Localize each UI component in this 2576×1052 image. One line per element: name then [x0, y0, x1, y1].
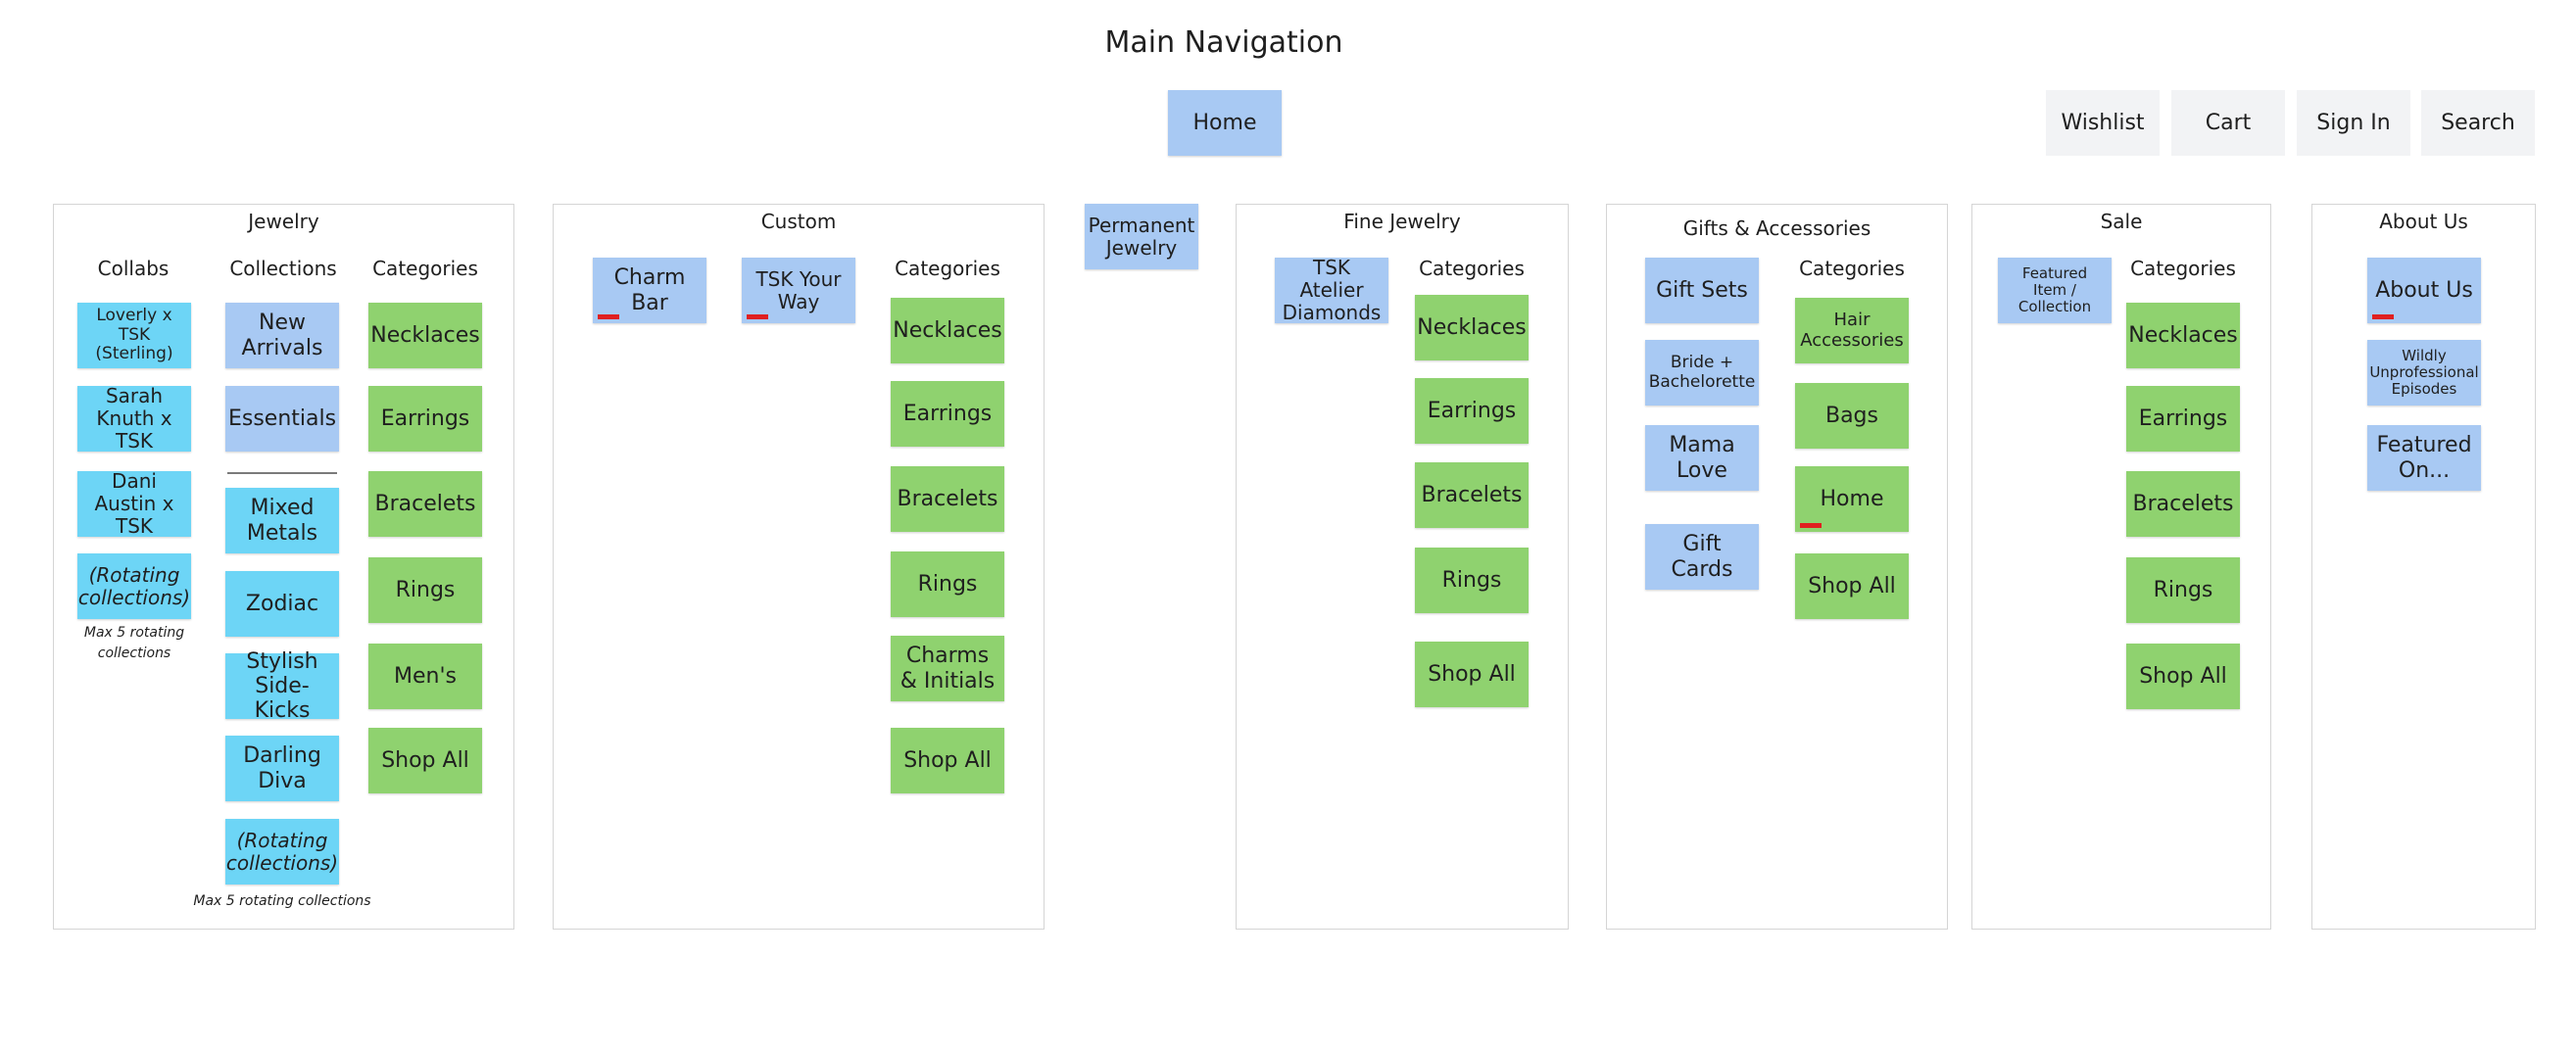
about-featured-on[interactable]: Featured On... — [2367, 425, 2481, 491]
home-nav-button[interactable]: Home — [1168, 90, 1282, 156]
gifts-category-shop-all[interactable]: Shop All — [1795, 553, 1909, 619]
custom-tsk-your-way-label: TSK Your Way — [755, 266, 842, 313]
custom-category-rings[interactable]: Rings — [891, 551, 1004, 617]
collections-note: Max 5 rotating collections — [193, 893, 371, 909]
gifts-frame — [1606, 204, 1948, 930]
about-frame-label: About Us — [2379, 210, 2468, 233]
fine-jewelry-frame-label: Fine Jewelry — [1343, 210, 1461, 233]
about-wildly-unprofessional[interactable]: Wildly Unprofessional Episodes — [2367, 340, 2481, 406]
gifts-categories-header: Categories — [1799, 257, 1905, 280]
sale-category-bracelets[interactable]: Bracelets — [2126, 471, 2240, 537]
fine-category-bracelets[interactable]: Bracelets — [1415, 462, 1529, 528]
red-tag-marker — [747, 314, 768, 319]
fine-categories-header: Categories — [1419, 257, 1525, 280]
sale-categories-header: Categories — [2130, 257, 2236, 280]
jewelry-frame-label: Jewelry — [248, 210, 319, 233]
jewelry-category-rings[interactable]: Rings — [368, 557, 482, 623]
jewelry-category-earrings[interactable]: Earrings — [368, 386, 482, 452]
custom-category-necklaces[interactable]: Necklaces — [891, 298, 1004, 363]
custom-categories-header: Categories — [895, 257, 1000, 280]
collection-darling-diva[interactable]: Darling Diva — [225, 736, 339, 801]
gifts-mama-love[interactable]: Mama Love — [1645, 425, 1759, 491]
search-nav-button[interactable]: Search — [2421, 90, 2535, 156]
collabs-note: Max 5 rotating collections — [83, 625, 185, 661]
jewelry-categories-header: Categories — [372, 257, 478, 280]
gifts-frame-label: Gifts & Accessories — [1682, 216, 1871, 240]
wishlist-nav-button[interactable]: Wishlist — [2046, 90, 2160, 156]
sale-category-rings[interactable]: Rings — [2126, 557, 2240, 623]
collab-sarah-knuth[interactable]: Sarah Knuth x TSK — [77, 385, 191, 453]
collection-new-arrivals[interactable]: New Arrivals — [225, 303, 339, 368]
gifts-category-home-label: Home — [1820, 486, 1884, 511]
gifts-category-home[interactable]: Home — [1795, 466, 1909, 532]
custom-category-charms-initials[interactable]: Charms & Initials — [891, 636, 1004, 701]
collections-header: Collections — [229, 257, 337, 280]
jewelry-category-mens[interactable]: Men's — [368, 644, 482, 709]
fine-category-earrings[interactable]: Earrings — [1415, 378, 1529, 444]
jewelry-category-bracelets[interactable]: Bracelets — [368, 471, 482, 537]
gifts-bride-bachelorette[interactable]: Bride + Bachelorette — [1645, 340, 1759, 406]
fine-jewelry-frame — [1236, 204, 1569, 930]
collections-divider — [227, 472, 337, 474]
custom-charm-bar-label: Charm Bar — [613, 265, 686, 315]
jewelry-category-necklaces[interactable]: Necklaces — [368, 303, 482, 368]
custom-tsk-your-way[interactable]: TSK Your Way — [742, 258, 855, 323]
jewelry-category-shop-all[interactable]: Shop All — [368, 728, 482, 793]
sale-category-shop-all[interactable]: Shop All — [2126, 644, 2240, 709]
sale-category-earrings[interactable]: Earrings — [2126, 386, 2240, 452]
custom-category-shop-all[interactable]: Shop All — [891, 728, 1004, 793]
gifts-gift-cards[interactable]: Gift Cards — [1645, 524, 1759, 590]
sign-in-nav-button[interactable]: Sign In — [2297, 90, 2410, 156]
about-about-us[interactable]: About Us — [2367, 258, 2481, 323]
collection-mixed-metals[interactable]: Mixed Metals — [225, 488, 339, 553]
gifts-category-hair-accessories[interactable]: Hair Accessories — [1795, 298, 1909, 363]
jewelry-frame — [53, 204, 514, 930]
collection-zodiac[interactable]: Zodiac — [225, 571, 339, 637]
custom-frame-label: Custom — [760, 210, 837, 233]
about-frame — [2311, 204, 2536, 930]
fine-category-necklaces[interactable]: Necklaces — [1415, 295, 1529, 360]
custom-category-earrings[interactable]: Earrings — [891, 381, 1004, 447]
collab-dani-austin[interactable]: Dani Austin x TSK — [77, 470, 191, 538]
fine-category-shop-all[interactable]: Shop All — [1415, 642, 1529, 707]
sale-category-necklaces[interactable]: Necklaces — [2126, 303, 2240, 368]
custom-category-bracelets[interactable]: Bracelets — [891, 466, 1004, 532]
sale-featured-item[interactable]: Featured Item / Collection — [1998, 258, 2112, 323]
page-title: Main Navigation — [1104, 25, 1343, 60]
gifts-category-bags[interactable]: Bags — [1795, 383, 1909, 449]
cart-nav-button[interactable]: Cart — [2171, 90, 2285, 156]
custom-frame — [553, 204, 1045, 930]
fine-category-rings[interactable]: Rings — [1415, 548, 1529, 613]
collection-stylish-side-kicks[interactable]: Stylish Side-Kicks — [225, 649, 339, 723]
red-tag-marker — [2372, 314, 2394, 319]
collab-rotating[interactable]: (Rotating collections) — [77, 553, 191, 619]
collection-rotating[interactable]: (Rotating collections) — [225, 819, 339, 885]
red-tag-marker — [1800, 523, 1822, 528]
red-tag-marker — [598, 314, 619, 319]
sale-frame-label: Sale — [2100, 210, 2143, 233]
about-about-us-label: About Us — [2375, 277, 2473, 303]
gifts-gift-sets[interactable]: Gift Sets — [1645, 258, 1759, 323]
sale-frame — [1971, 204, 2271, 930]
collection-essentials[interactable]: Essentials — [225, 386, 339, 452]
permanent-jewelry-item[interactable]: Permanent Jewelry — [1085, 204, 1198, 269]
custom-charm-bar[interactable]: Charm Bar — [593, 258, 706, 323]
collabs-header: Collabs — [97, 257, 170, 280]
collab-loverly[interactable]: Loverly x TSK (Sterling) — [77, 303, 191, 368]
fine-tsk-atelier-diamonds[interactable]: TSK Atelier Diamonds — [1275, 257, 1388, 324]
